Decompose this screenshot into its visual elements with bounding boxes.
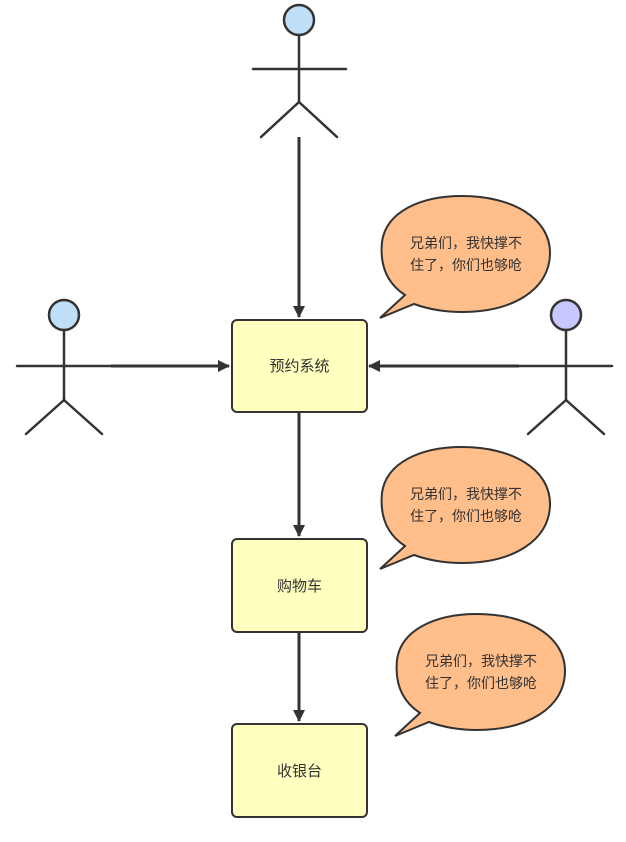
speech-bubble-3-line2: 住了，你们也够呛 — [425, 676, 537, 692]
actor-right — [517, 298, 614, 436]
actor-right-leg-left — [526, 398, 568, 436]
actor-left — [15, 298, 113, 436]
box-reservation-rect — [231, 319, 368, 413]
speech-bubble-2-shape — [379, 445, 552, 570]
actor-top-leg-right — [297, 100, 339, 139]
actor-top — [251, 3, 348, 139]
box-reservation-label: 预约系统 — [269, 357, 329, 375]
box-checkout-rect — [231, 723, 368, 818]
actor-right-head — [549, 298, 583, 332]
box-checkout-label: 收银台 — [277, 762, 322, 780]
box-cart-label: 购物车 — [277, 577, 322, 595]
actor-left-leg-left — [24, 398, 66, 436]
box-cart-rect — [231, 538, 368, 633]
actor-top-head — [282, 3, 316, 37]
box-checkout: 收银台 — [231, 723, 368, 818]
actor-left-leg-right — [62, 398, 104, 436]
box-reservation-system: 预约系统 — [231, 319, 368, 413]
speech-bubble-1-shape — [379, 194, 552, 319]
box-shopping-cart: 购物车 — [231, 538, 368, 633]
speech-bubble-2-line2: 住了，你们也够呛 — [410, 509, 522, 525]
speech-bubble-1-line2: 住了，你们也够呛 — [410, 258, 522, 274]
actor-right-leg-right — [564, 398, 606, 436]
speech-bubble-3: 兄弟们，我快撑不 住了，你们也够呛 — [394, 612, 567, 737]
actor-top-leg-left — [259, 100, 301, 139]
speech-bubble-2-line1: 兄弟们，我快撑不 — [410, 487, 522, 503]
speech-bubble-2: 兄弟们，我快撑不 住了，你们也够呛 — [379, 445, 552, 570]
speech-bubble-3-line1: 兄弟们，我快撑不 — [425, 654, 537, 670]
speech-bubble-3-shape — [394, 612, 567, 737]
speech-bubble-1: 兄弟们，我快撑不 住了，你们也够呛 — [379, 194, 552, 319]
speech-bubble-1-line1: 兄弟们，我快撑不 — [410, 236, 522, 252]
actor-left-head — [47, 298, 81, 332]
